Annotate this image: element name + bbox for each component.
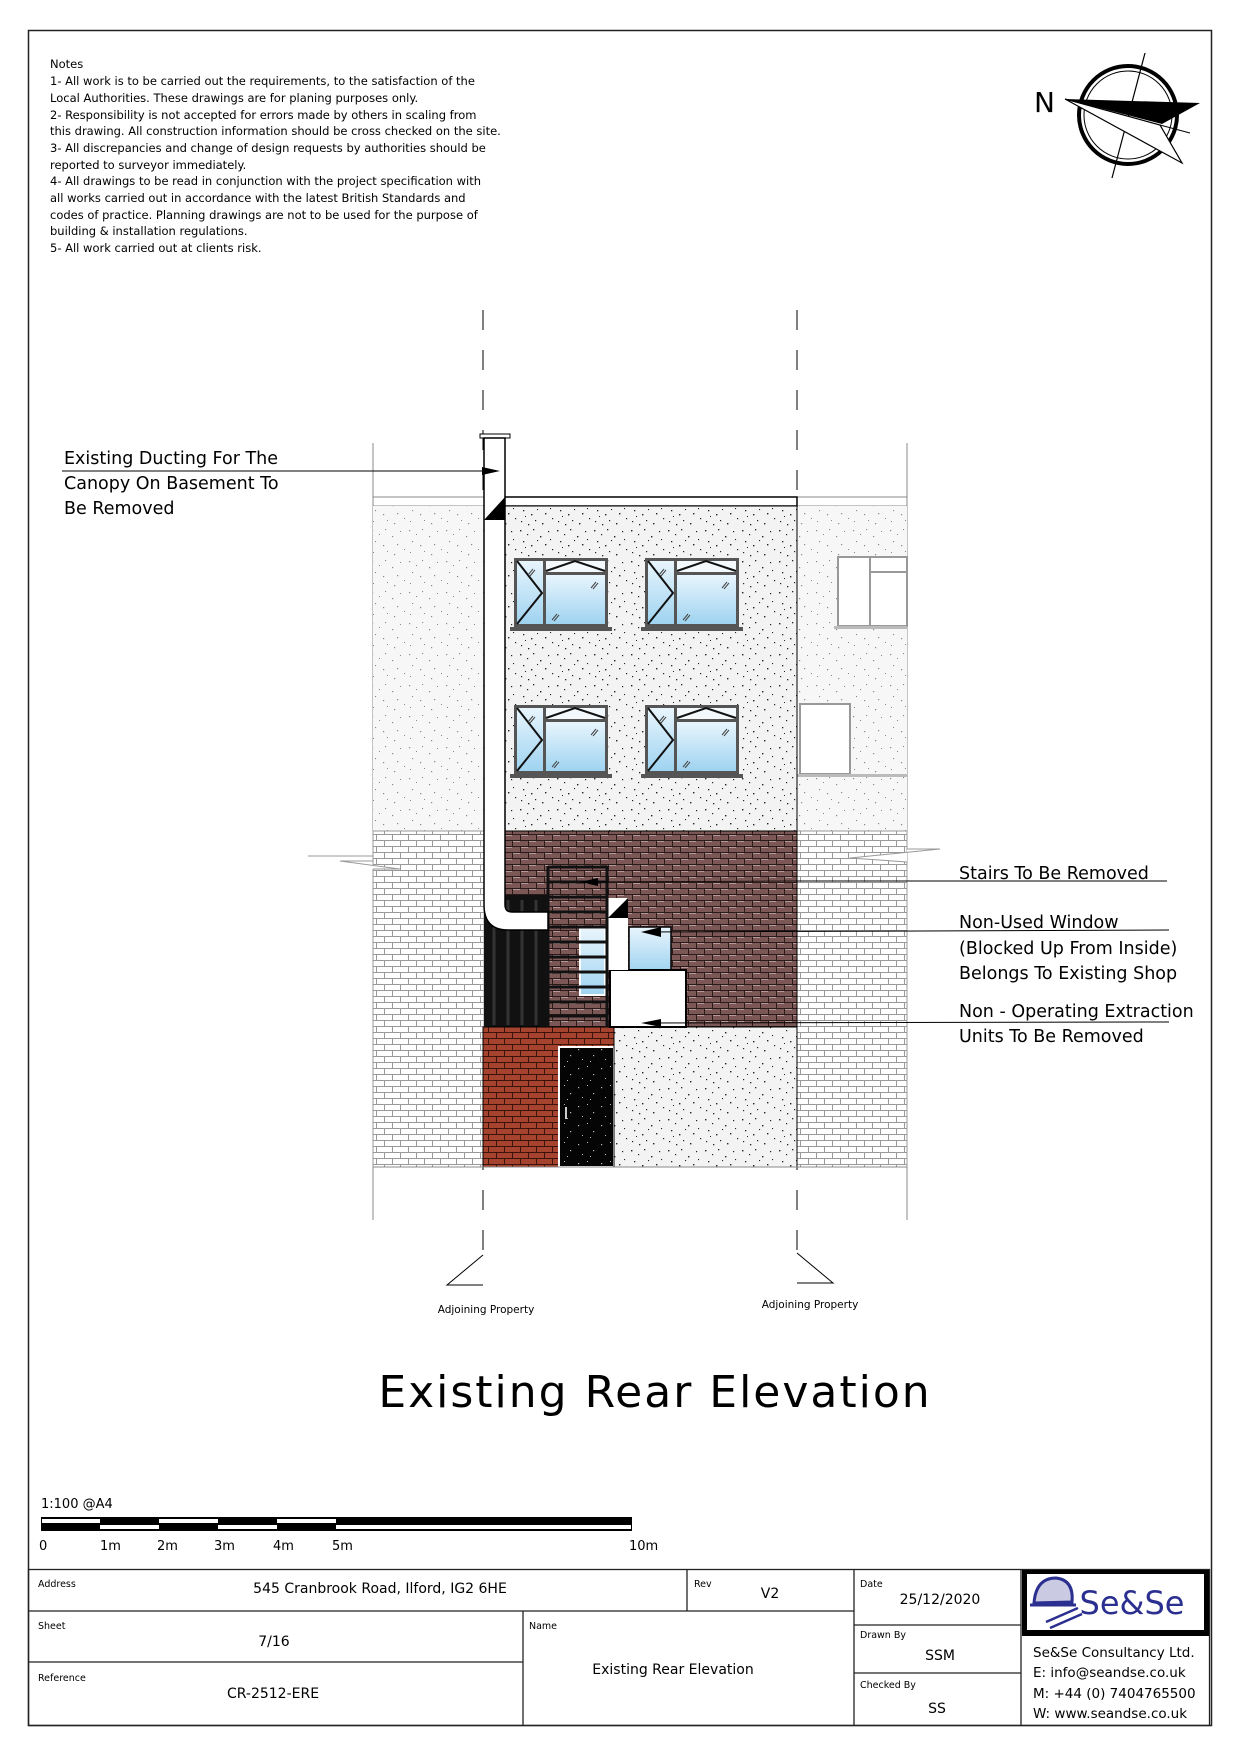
north-arrow-icon: N — [1034, 52, 1200, 179]
rev-label: Rev — [694, 1579, 712, 1590]
scale-label: 1:100 @A4 — [41, 1497, 113, 1512]
rear-elevation-drawing: Adjoining Property Adjoining Property Ex… — [62, 310, 1194, 1316]
scale-tick: 3m — [214, 1539, 235, 1554]
annotation-extraction: Non - Operating Extraction Units To Be R… — [641, 1002, 1194, 1047]
scale-tick: 4m — [273, 1539, 294, 1554]
company-email: E: info@seandse.co.uk — [1033, 1665, 1186, 1681]
name-label: Name — [529, 1621, 557, 1632]
scale-bar: 1:100 @A4 0 1m 2m 3m 4m 5m 10m — [39, 1497, 658, 1554]
annotation-text: Units To Be Removed — [959, 1027, 1144, 1047]
ducting — [479, 433, 549, 931]
window-upper-right — [640, 557, 744, 632]
annotation-stairs: Stairs To Be Removed — [579, 864, 1167, 886]
north-label: N — [1034, 86, 1055, 119]
hard-hat-icon — [1030, 1576, 1083, 1630]
note-line: reported to surveyor immediately. — [50, 158, 246, 172]
notes-heading: Notes — [50, 57, 83, 71]
scale-tick: 2m — [157, 1539, 178, 1554]
rev-value: V2 — [761, 1586, 779, 1602]
annotation-text: (Blocked Up From Inside) — [959, 939, 1177, 959]
date-value: 25/12/2020 — [900, 1592, 981, 1608]
drawn-by-value: SSM — [925, 1648, 955, 1664]
scale-tick: 0 — [39, 1539, 47, 1554]
annotation-text: Canopy On Basement To — [64, 474, 279, 494]
company-website: W: www.seandse.co.uk — [1033, 1706, 1187, 1722]
annotation-text: Existing Ducting For The — [64, 449, 278, 469]
section-marker-left — [445, 1254, 484, 1286]
reference-label: Reference — [38, 1673, 86, 1684]
note-line: all works carried out in accordance with… — [50, 191, 466, 205]
drawn-by-label: Drawn By — [860, 1630, 906, 1641]
note-line: building & installation regulations. — [50, 224, 248, 238]
annotation-ducting: Existing Ducting For The Canopy On Basem… — [62, 449, 500, 519]
date-label: Date — [860, 1579, 883, 1590]
annotation-text: Stairs To Be Removed — [959, 864, 1149, 884]
note-line: 1- All work is to be carried out the req… — [50, 74, 475, 88]
note-line: 4- All drawings to be read in conjunctio… — [50, 174, 481, 188]
address-value: 545 Cranbrook Road, Ilford, IG2 6HE — [253, 1581, 507, 1597]
address-label: Address — [38, 1579, 76, 1590]
door — [558, 1046, 615, 1168]
window-lower-right — [640, 704, 744, 779]
note-line: 3- All discrepancies and change of desig… — [50, 141, 486, 155]
checked-by-value: SS — [928, 1701, 946, 1717]
note-line: Local Authorities. These drawings are fo… — [50, 91, 418, 105]
company-name: Se&Se Consultancy Ltd. — [1033, 1645, 1195, 1661]
section-marker-right — [796, 1252, 835, 1284]
adjoining-property-left-label: Adjoining Property — [438, 1304, 535, 1316]
right-adjoining-building — [796, 443, 941, 1220]
adjoining-property-right-label: Adjoining Property — [762, 1299, 859, 1311]
note-line: this drawing. All construction informati… — [50, 124, 501, 138]
annotation-text: Belongs To Existing Shop — [959, 964, 1177, 984]
note-line: codes of practice. Planning drawings are… — [50, 208, 479, 222]
sheet-label: Sheet — [38, 1621, 66, 1632]
scale-tick: 5m — [332, 1539, 353, 1554]
title-block-fields: Address 545 Cranbrook Road, Ilford, IG2 … — [38, 1570, 1209, 1722]
extraction-unit — [609, 969, 687, 1028]
notes: Notes 1- All work is to be carried out t… — [50, 57, 501, 255]
company-logo: Se&Se — [1022, 1570, 1209, 1636]
main-facade — [373, 433, 907, 1168]
checked-by-label: Checked By — [860, 1680, 916, 1691]
annotation-text: Non - Operating Extraction — [959, 1002, 1194, 1022]
drawing-title: Existing Rear Elevation — [378, 1367, 931, 1418]
annotation-text: Be Removed — [64, 499, 174, 519]
left-adjoining-building — [308, 443, 485, 1220]
scale-tick: 1m — [100, 1539, 121, 1554]
note-line: 2- Responsibility is not accepted for er… — [50, 108, 476, 122]
annotation-window: Non-Used Window (Blocked Up From Inside)… — [641, 913, 1177, 984]
blocked-window — [628, 926, 672, 973]
title-block — [27, 1568, 1211, 1727]
reference-value: CR-2512-ERE — [227, 1686, 319, 1702]
window-upper-left — [509, 557, 613, 632]
scale-tick: 10m — [629, 1539, 658, 1554]
logo-text: Se&Se — [1080, 1584, 1185, 1622]
sheet-value: 7/16 — [258, 1634, 290, 1650]
note-line: 5- All work carried out at clients risk. — [50, 241, 262, 255]
window-lower-left — [509, 704, 613, 779]
annotation-text: Non-Used Window — [959, 913, 1119, 933]
company-mobile: M: +44 (0) 7404765500 — [1033, 1686, 1196, 1702]
name-value: Existing Rear Elevation — [592, 1662, 753, 1678]
